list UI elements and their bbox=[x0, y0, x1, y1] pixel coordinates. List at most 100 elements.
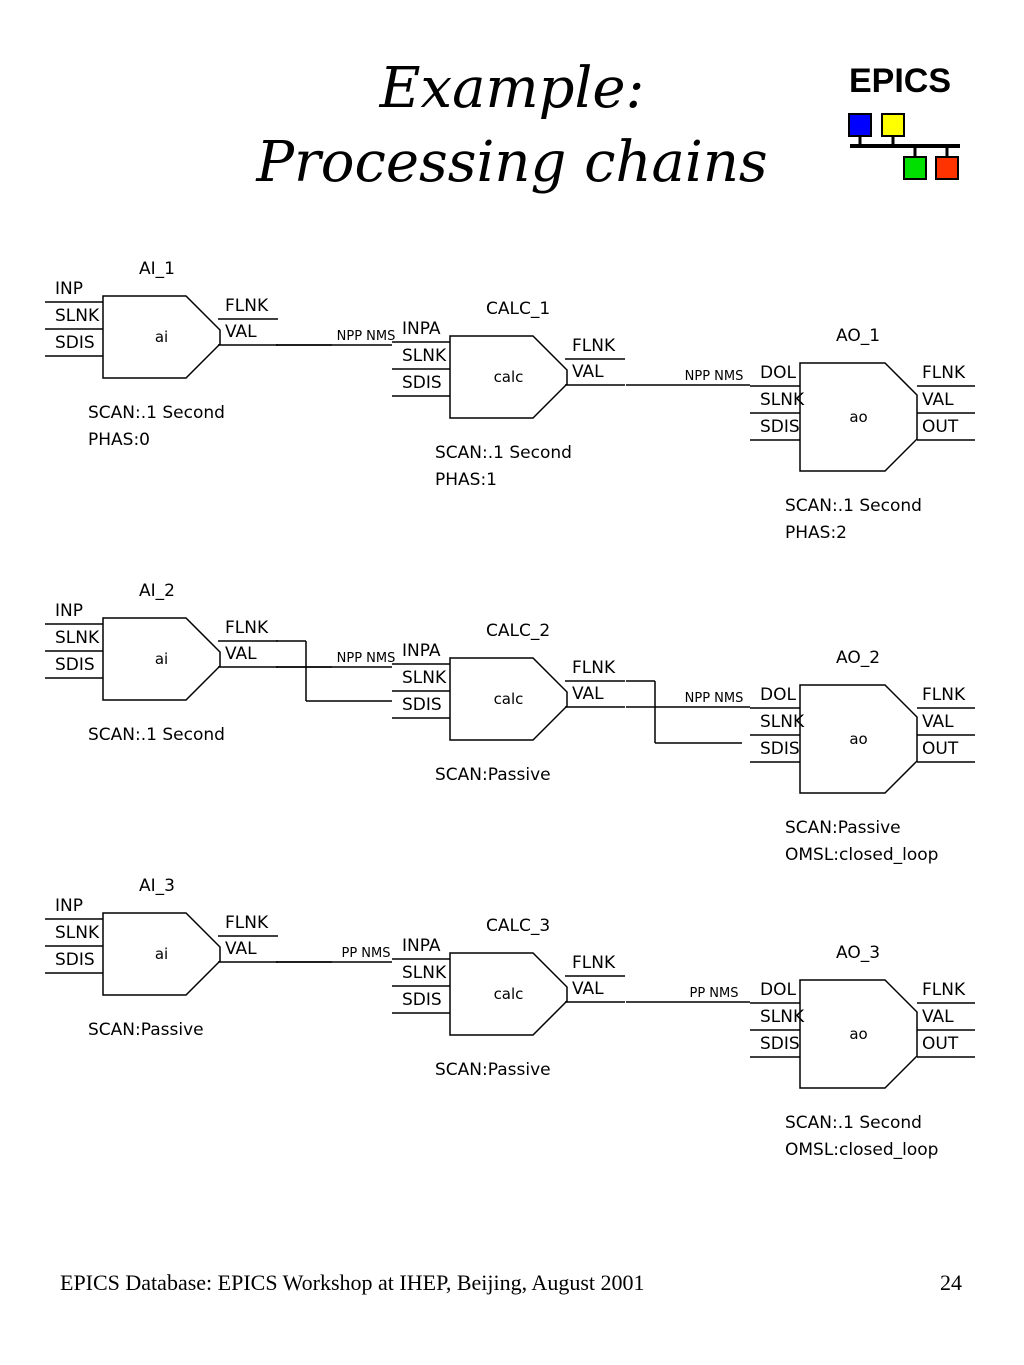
chain1-ao-input-dol: DOL bbox=[760, 363, 796, 383]
chain2-link1-label: NPP NMS bbox=[337, 651, 396, 666]
chain1-ai-type-label: ai bbox=[155, 328, 168, 346]
chain3-link2-label: PP NMS bbox=[689, 986, 738, 1001]
chain2-ai-input-inp: INP bbox=[55, 601, 83, 621]
chain2-calc-output-val: VAL bbox=[572, 684, 604, 704]
chain1-calc-note-2: PHAS:1 bbox=[435, 470, 497, 490]
title-line-1: Example: bbox=[379, 56, 645, 121]
epics-logo-text: EPICS bbox=[849, 62, 952, 100]
chain1-ai-output-flnk: FLNK bbox=[225, 296, 269, 316]
chain1-ao-type-label: ao bbox=[849, 408, 867, 426]
epics-logo-graphic bbox=[848, 113, 960, 180]
chain2-ai-output-flnk: FLNK bbox=[225, 618, 269, 638]
chain2-ao-input-sdis: SDIS bbox=[760, 739, 800, 759]
chain3-ao-output-out: OUT bbox=[922, 1034, 959, 1054]
chain3-calc-input-slnk: SLNK bbox=[402, 963, 447, 983]
chain2-calc-input-inpa: INPA bbox=[402, 641, 441, 661]
chain2-ai-output-val: VAL bbox=[225, 644, 257, 664]
chain3-calc-output-val: VAL bbox=[572, 979, 604, 999]
chain3-ai-output-flnk: FLNK bbox=[225, 913, 269, 933]
page-number: 24 bbox=[940, 1270, 962, 1295]
chain3-ai-note-1: SCAN:Passive bbox=[88, 1020, 204, 1040]
chain1-ai-input-inp: INP bbox=[55, 279, 83, 299]
chain1-link1-label: NPP NMS bbox=[337, 329, 396, 344]
chain3-ai-output-val: VAL bbox=[225, 939, 257, 959]
chain2-ai-input-sdis: SDIS bbox=[55, 655, 95, 675]
chain3-ao-output-val: VAL bbox=[922, 1007, 954, 1027]
chain1-calc-type-label: calc bbox=[494, 368, 524, 386]
chain2-ao-output-out: OUT bbox=[922, 739, 959, 759]
chain1-calc-input-slnk: SLNK bbox=[402, 346, 447, 366]
chain2-ai-block bbox=[102, 617, 221, 701]
chain2-link2-label: NPP NMS bbox=[685, 691, 744, 706]
chain3-ai-input-slnk: SLNK bbox=[55, 923, 100, 943]
chain2-ai-input-slnk: SLNK bbox=[55, 628, 100, 648]
title-line-2: Processing chains bbox=[256, 130, 768, 195]
chain2-calc-input-slnk: SLNK bbox=[402, 668, 447, 688]
chain1-calc-input-inpa: INPA bbox=[402, 319, 441, 339]
chain3-calc-note-1: SCAN:Passive bbox=[435, 1060, 551, 1080]
chain1-ao-input-sdis: SDIS bbox=[760, 417, 800, 437]
chain3-ao-block bbox=[799, 979, 918, 1089]
chain3-ao-input-slnk: SLNK bbox=[760, 1007, 805, 1027]
chain3-ai-block bbox=[102, 912, 221, 996]
slide-title: Example: Processing chains bbox=[0, 52, 1024, 200]
chain3-calc-block bbox=[449, 952, 568, 1036]
chain1-calc-output-flnk: FLNK bbox=[572, 336, 616, 356]
chain1-ao-note-1: SCAN:.1 Second bbox=[785, 496, 922, 516]
chain2-ao-input-slnk: SLNK bbox=[760, 712, 805, 732]
chain2-calc-block bbox=[449, 657, 568, 741]
chain1-ao-name: AO_1 bbox=[836, 326, 880, 346]
chain3-ao-input-sdis: SDIS bbox=[760, 1034, 800, 1054]
chain2-calc-type-label: calc bbox=[494, 690, 524, 708]
chain2-ai-name: AI_2 bbox=[139, 581, 175, 601]
chain3-ao-input-dol: DOL bbox=[760, 980, 796, 1000]
logo-red-square bbox=[935, 156, 959, 180]
chain3-ai-name: AI_3 bbox=[139, 876, 175, 896]
chain1-ai-output-val: VAL bbox=[225, 322, 257, 342]
chain1-ao-output-out: OUT bbox=[922, 417, 959, 437]
chain3-calc-output-flnk: FLNK bbox=[572, 953, 616, 973]
chain2-ai-type-label: ai bbox=[155, 650, 168, 668]
footer-text: EPICS Database: EPICS Workshop at IHEP, … bbox=[60, 1270, 645, 1295]
chain1-ao-output-val: VAL bbox=[922, 390, 954, 410]
chain2-ao-output-flnk: FLNK bbox=[922, 685, 966, 705]
chain1-ao-block bbox=[799, 362, 918, 472]
chain2-ao-note-2: OMSL:closed_loop bbox=[785, 845, 938, 865]
chain3-ai-type-label: ai bbox=[155, 945, 168, 963]
chain3-ai-input-inp: INP bbox=[55, 896, 83, 916]
chain3-ao-type-label: ao bbox=[849, 1025, 867, 1043]
chain1-ao-note-2: PHAS:2 bbox=[785, 523, 847, 543]
chain3-calc-type-label: calc bbox=[494, 985, 524, 1003]
chain1-ai-note-1: SCAN:.1 Second bbox=[88, 403, 225, 423]
chain3-link1-label: PP NMS bbox=[341, 946, 390, 961]
chain1-ao-output-flnk: FLNK bbox=[922, 363, 966, 383]
chain1-link2-label: NPP NMS bbox=[685, 369, 744, 384]
chain1-ai-input-sdis: SDIS bbox=[55, 333, 95, 353]
chain3-ao-output-flnk: FLNK bbox=[922, 980, 966, 1000]
chain2-ao-type-label: ao bbox=[849, 730, 867, 748]
chain3-ao-note-1: SCAN:.1 Second bbox=[785, 1113, 922, 1133]
chain3-calc-input-inpa: INPA bbox=[402, 936, 441, 956]
chain3-calc-name: CALC_3 bbox=[486, 916, 550, 936]
logo-green-square bbox=[903, 156, 927, 180]
chain2-calc-input-sdis: SDIS bbox=[402, 695, 442, 715]
chain2-ai-note-1: SCAN:.1 Second bbox=[88, 725, 225, 745]
chain2-calc-output-flnk: FLNK bbox=[572, 658, 616, 678]
chain1-calc-note-1: SCAN:.1 Second bbox=[435, 443, 572, 463]
chain1-ao-input-slnk: SLNK bbox=[760, 390, 805, 410]
chain1-calc-block bbox=[449, 335, 568, 419]
chain3-ao-note-2: OMSL:closed_loop bbox=[785, 1140, 938, 1160]
chain1-calc-output-val: VAL bbox=[572, 362, 604, 382]
chain2-ao-note-1: SCAN:Passive bbox=[785, 818, 901, 838]
chain1-calc-name: CALC_1 bbox=[486, 299, 550, 319]
chain2-ao-input-dol: DOL bbox=[760, 685, 796, 705]
chain2-ao-name: AO_2 bbox=[836, 648, 880, 668]
chain1-ai-input-slnk: SLNK bbox=[55, 306, 100, 326]
chain3-calc-input-sdis: SDIS bbox=[402, 990, 442, 1010]
chain2-calc-name: CALC_2 bbox=[486, 621, 550, 641]
chain2-ao-block bbox=[799, 684, 918, 794]
chain1-calc-input-sdis: SDIS bbox=[402, 373, 442, 393]
chain2-calc-note-1: SCAN:Passive bbox=[435, 765, 551, 785]
chain3-ai-input-sdis: SDIS bbox=[55, 950, 95, 970]
